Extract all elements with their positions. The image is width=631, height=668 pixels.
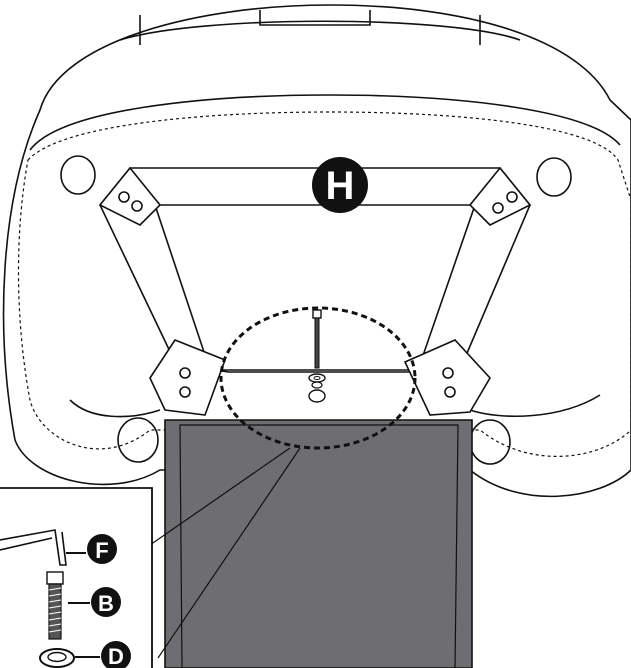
bolt-detail-icon [308,309,326,403]
callout-h: H [312,157,368,213]
callout-f: F [87,534,117,564]
parts-inset: F B D [0,487,153,668]
seat-bracket-frame [98,166,532,416]
washer-icon [39,648,75,668]
seat-stitch-line [17,111,631,457]
callout-d: D [101,641,131,668]
backrest-panel [164,419,473,668]
detail-circle [149,306,417,659]
svg-text:F: F [95,538,108,563]
svg-text:B: B [98,591,114,616]
bolt-icon [46,571,64,640]
svg-text:D: D [108,644,124,668]
allen-wrench-icon [0,529,67,566]
svg-text:H: H [326,164,355,208]
callout-b: B [91,587,121,617]
